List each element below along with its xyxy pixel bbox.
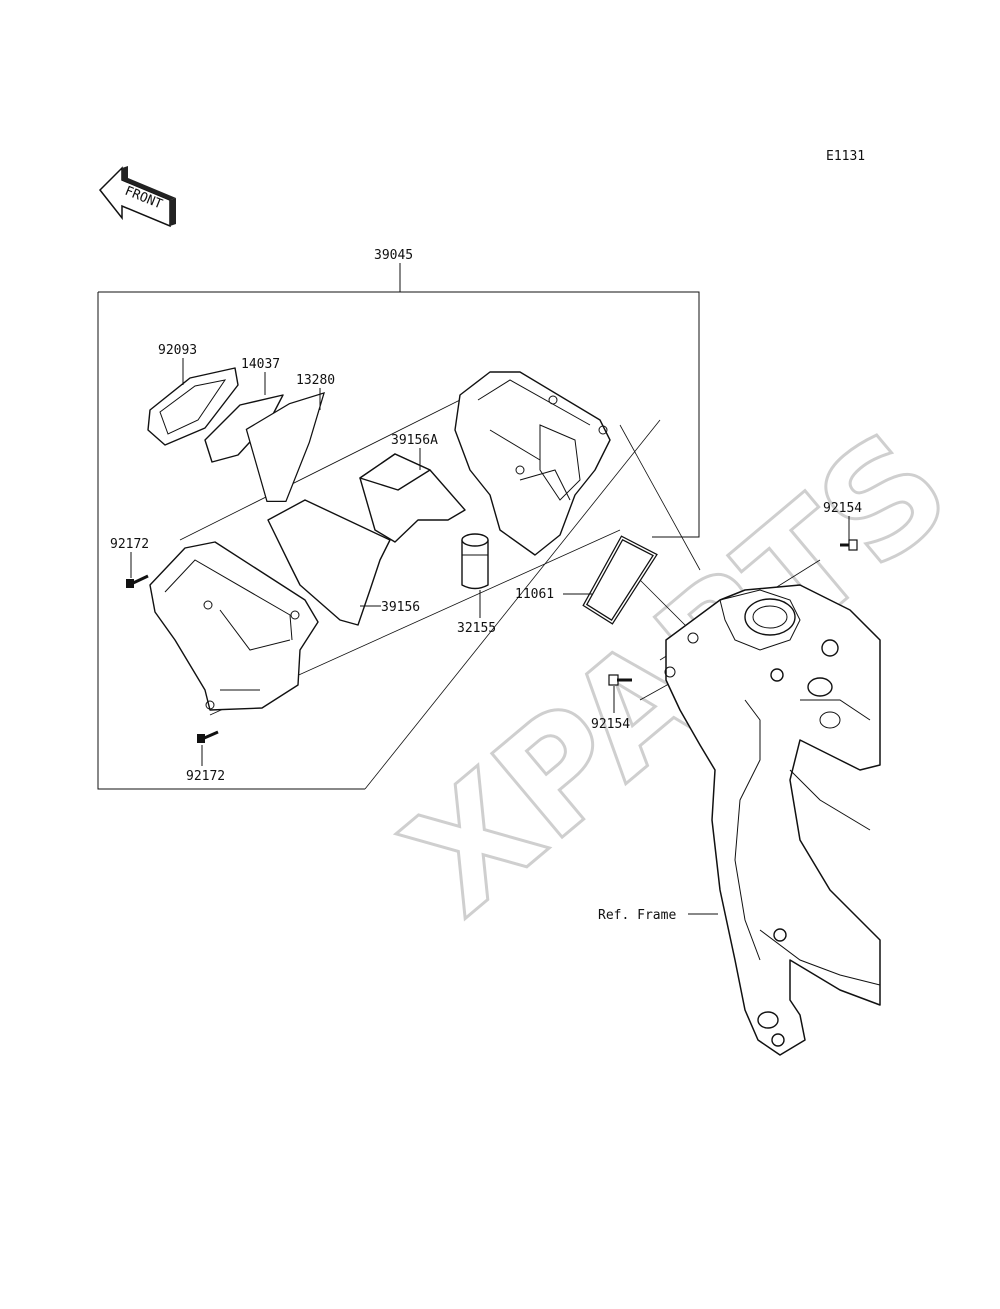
label-39045: 39045 xyxy=(374,248,413,263)
label-39156A: 39156A xyxy=(391,433,438,448)
label-14037: 14037 xyxy=(241,357,280,372)
diagram-code: E1131 xyxy=(826,149,865,164)
part-39156-pad xyxy=(267,499,391,626)
bolt-92172-bottom xyxy=(197,730,219,743)
part-11061-gasket xyxy=(582,535,658,625)
label-92172-bottom: 92172 xyxy=(186,769,225,784)
label-92093: 92093 xyxy=(158,343,197,358)
part-left-air-duct xyxy=(149,541,319,711)
label-92154-right: 92154 xyxy=(823,501,862,516)
label-11061: 11061 xyxy=(515,587,554,602)
motorcycle-frame xyxy=(664,584,881,1056)
bolt-92154-right xyxy=(840,539,858,551)
part-32155-drain-tube xyxy=(461,533,489,590)
part-92093-duct-cover xyxy=(147,367,239,446)
label-32155: 32155 xyxy=(457,621,496,636)
part-39156A-pad xyxy=(359,453,466,543)
part-13280-gasket xyxy=(245,391,325,502)
label-92172-top: 92172 xyxy=(110,537,149,552)
assembly-box-left xyxy=(97,292,365,790)
bolt-92154-left xyxy=(608,674,632,686)
label-ref-frame: Ref. Frame xyxy=(598,908,676,923)
front-arrow-icon: FRONT xyxy=(98,166,176,228)
assembly-box-top xyxy=(98,291,700,538)
label-13280: 13280 xyxy=(296,373,335,388)
bolt-92172-top xyxy=(126,574,149,588)
part-right-air-duct xyxy=(454,371,611,556)
label-92154-left: 92154 xyxy=(591,717,630,732)
label-39156: 39156 xyxy=(381,600,420,615)
